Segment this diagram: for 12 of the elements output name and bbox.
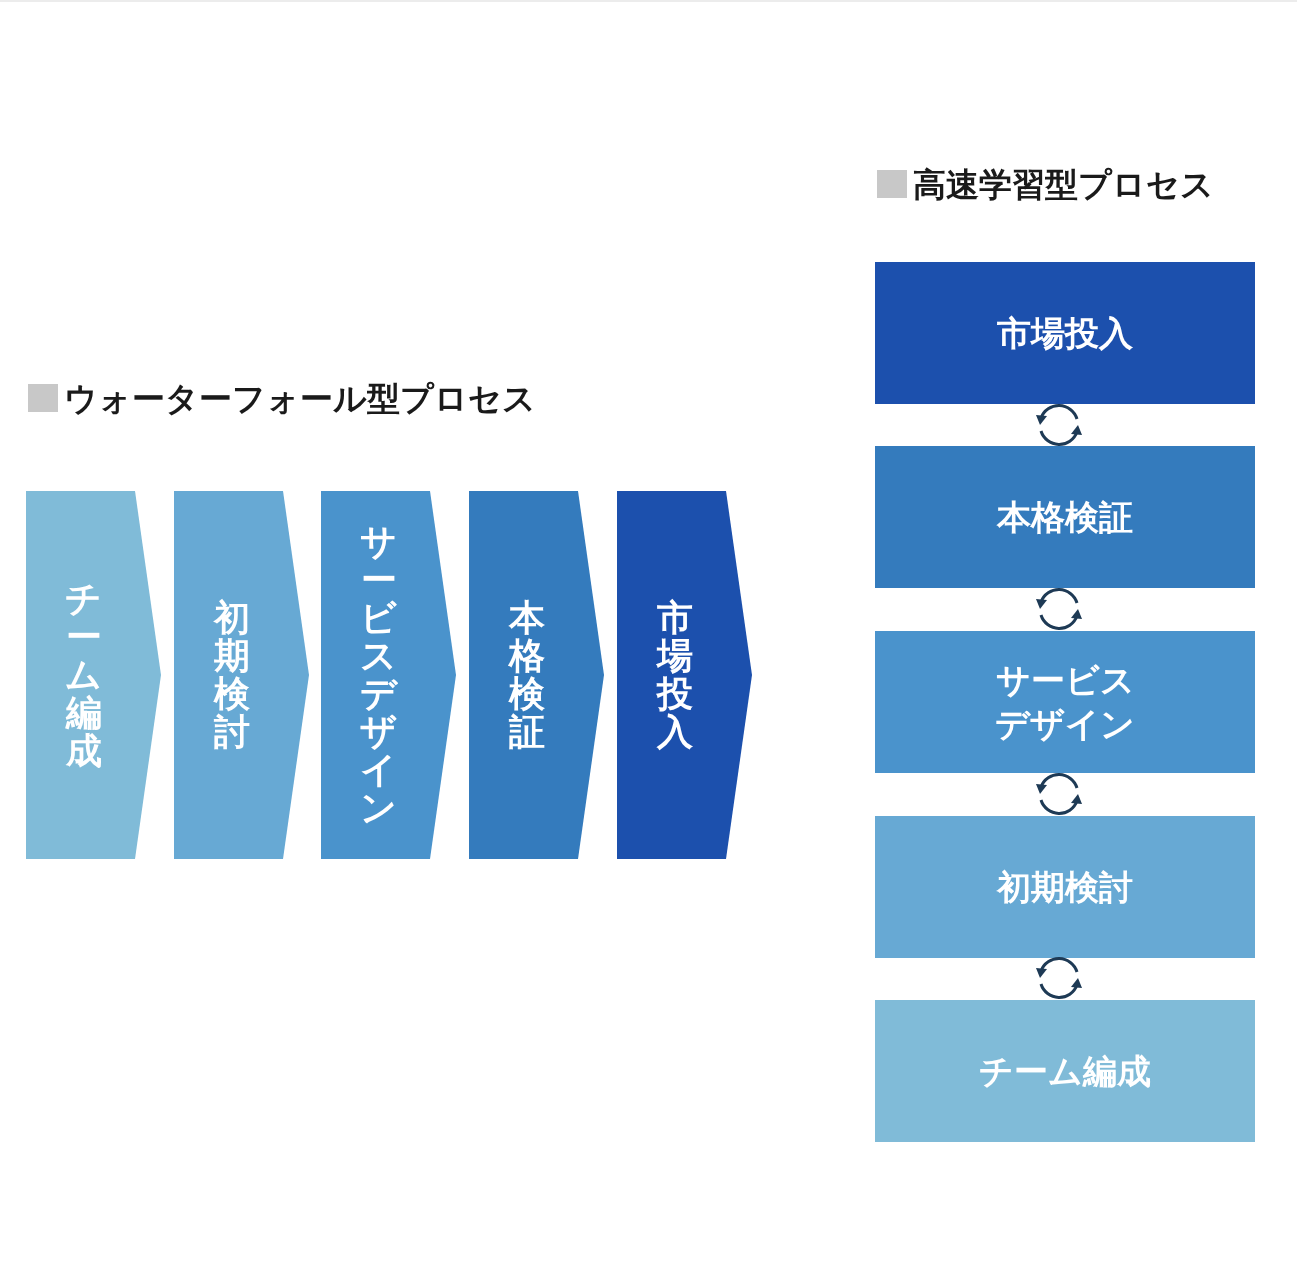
process-step: サービスデザイン (321, 491, 456, 859)
process-step: 市場投入 (617, 491, 752, 859)
section-heading: 高速学習型プロセス (913, 164, 1214, 206)
process-box: サービスデザイン (875, 631, 1255, 773)
section-heading: ウォーターフォール型プロセス (64, 378, 536, 420)
process-step: チーム編成 (26, 491, 161, 859)
process-box: 市場投入 (875, 262, 1255, 404)
process-step: 初期検討 (174, 491, 309, 859)
process-box: 本格検証 (875, 446, 1255, 588)
process-step: 本格検証 (469, 491, 604, 859)
process-box: チーム編成 (875, 1000, 1255, 1142)
process-box: 初期検討 (875, 816, 1255, 958)
